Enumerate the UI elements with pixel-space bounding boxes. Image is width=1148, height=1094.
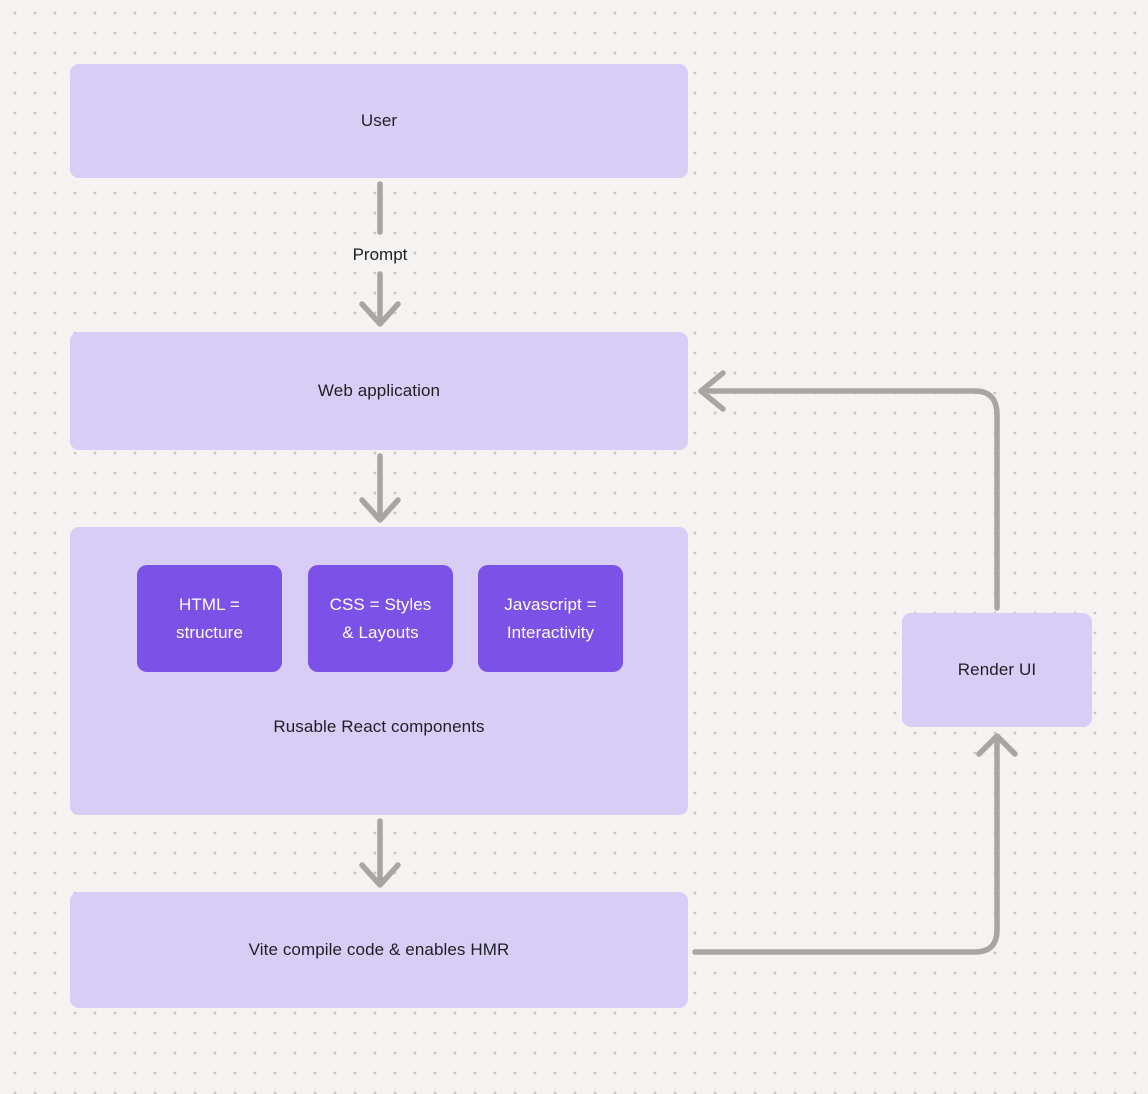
edge-label-prompt[interactable]: Prompt <box>352 245 408 264</box>
arrowhead-down-webapp-icon <box>359 301 401 327</box>
node-vite[interactable]: Vite compile code & enables HMR <box>70 892 688 1008</box>
arrowhead-down-group-icon <box>359 497 401 523</box>
chip-javascript-label: Javascript = Interactivity <box>504 594 597 642</box>
node-web-application[interactable]: Web application <box>70 332 688 450</box>
arrowhead-left-webapp-icon <box>698 370 726 412</box>
chip-html-label: HTML = structure <box>175 594 244 642</box>
node-render-ui[interactable]: Render UI <box>902 613 1092 727</box>
components-group-caption: Rusable React components <box>273 717 485 736</box>
connector-vite-to-renderui[interactable] <box>692 739 1000 955</box>
chip-html[interactable]: HTML = structure <box>137 565 282 672</box>
node-web-application-label: Web application <box>317 381 441 400</box>
node-user[interactable]: User <box>70 64 688 178</box>
chip-css-label: CSS = Styles & Layouts <box>329 594 432 642</box>
node-user-label: User <box>360 111 398 130</box>
arrowhead-down-vite-icon <box>359 862 401 888</box>
chip-javascript[interactable]: Javascript = Interactivity <box>478 565 623 672</box>
connector-renderui-to-webapp[interactable] <box>703 388 1000 611</box>
node-components-group[interactable]: HTML = structure CSS = Styles & Layouts … <box>70 527 688 815</box>
chip-css[interactable]: CSS = Styles & Layouts <box>308 565 453 672</box>
node-render-ui-label: Render UI <box>957 660 1037 679</box>
arrowhead-up-renderui-icon <box>976 733 1018 757</box>
node-vite-label: Vite compile code & enables HMR <box>248 940 510 959</box>
